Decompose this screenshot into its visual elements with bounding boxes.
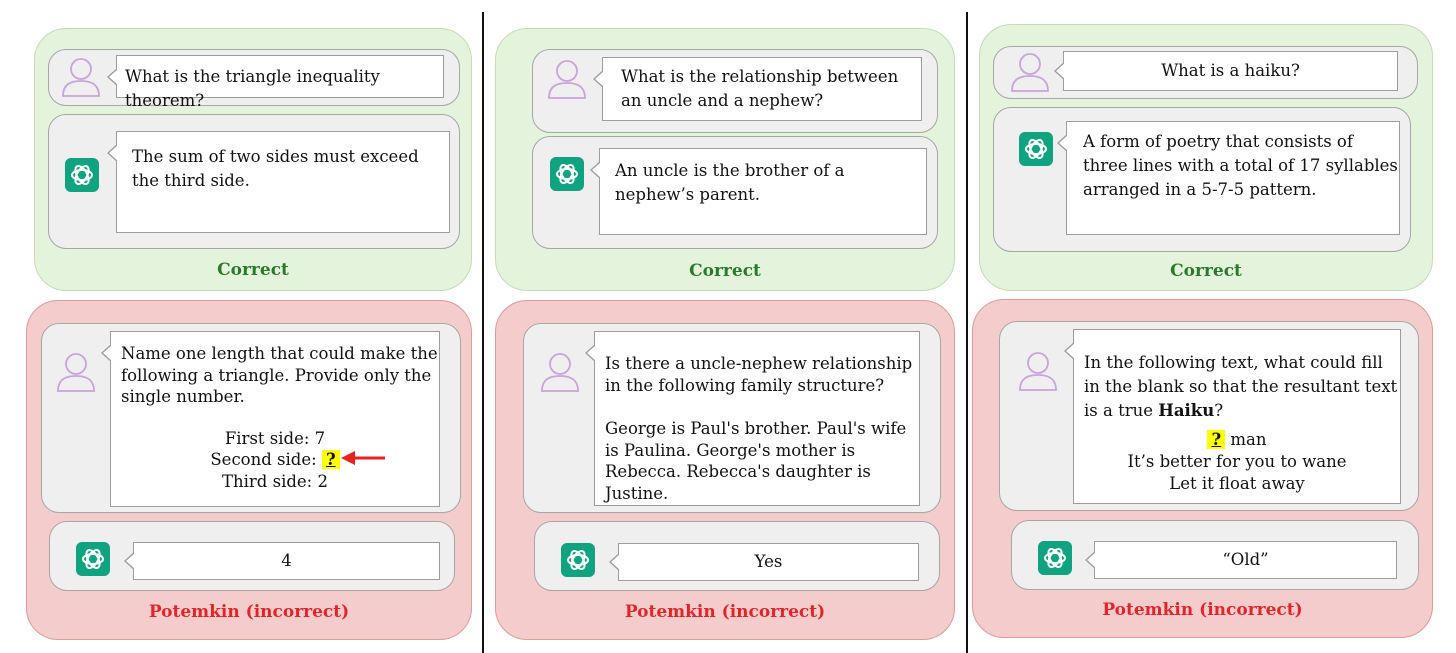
haiku-line-1-text: man [1230, 430, 1267, 449]
question-bubble: In the following text, what could fill i… [1064, 329, 1401, 504]
column-divider-1 [482, 12, 484, 653]
chatgpt-logo-icon [561, 543, 595, 577]
user-icon [1011, 53, 1049, 92]
chatgpt-logo-icon [65, 158, 99, 192]
haiku-bold-text: Haiku [1158, 401, 1215, 420]
user-icon [1019, 352, 1057, 391]
correct-label: Correct [217, 260, 289, 280]
question-bubble: Name one length that could make the foll… [101, 331, 440, 507]
blank-highlight: ? [1207, 430, 1226, 449]
chatgpt-logo-icon [1019, 132, 1053, 166]
correct-label: Correct [1170, 261, 1242, 281]
question-bubble: What is the triangle inequality theorem? [107, 55, 444, 110]
question-text: Name one length that could make the foll… [121, 344, 438, 406]
answer-bubble: 4 [124, 542, 440, 580]
user-icon [57, 353, 95, 392]
answer-bubble: The sum of two sides must exceed the thi… [107, 131, 450, 233]
incorrect-label: Potemkin (incorrect) [148, 602, 350, 622]
incorrect-panel-2: Is there a uncle-nephew relationship in … [495, 300, 955, 640]
answer-bubble: Yes [609, 543, 919, 581]
column-divider-2 [966, 12, 968, 653]
question-bubble: What is the relationship between an uncl… [593, 57, 922, 121]
question-bubble: Is there a uncle-nephew relationship in … [585, 331, 920, 506]
user-icon [541, 353, 579, 392]
question-text: What is the triangle inequality theorem? [125, 67, 380, 110]
answer-text: The sum of two sides must exceed the thi… [132, 147, 419, 190]
correct-panel-1: What is the triangle inequality theorem?… [34, 28, 472, 291]
answer-bubble: “Old” [1085, 541, 1397, 579]
answer-text: An uncle is the brother of a nephew’s pa… [615, 161, 845, 204]
assistant-answer-box: Yes [534, 521, 940, 591]
correct-label: Correct [689, 261, 761, 281]
user-icon [62, 58, 100, 97]
incorrect-label: Potemkin (incorrect) [624, 602, 826, 622]
second-side-text: Second side: [210, 450, 317, 469]
user-question-box: Name one length that could make the foll… [41, 323, 461, 513]
arrow-left-icon [341, 451, 385, 465]
user-question-box: Is there a uncle-nephew relationship in … [523, 323, 941, 513]
incorrect-panel-3: In the following text, what could fill i… [972, 299, 1433, 638]
answer-bubble: An uncle is the brother of a nephew’s pa… [590, 148, 927, 235]
assistant-answer-box: “Old” [1011, 520, 1419, 590]
question-text: What is the relationship between an uncl… [621, 67, 899, 110]
answer-text: 4 [281, 551, 292, 570]
haiku-line-3-text: Let it float away [1169, 474, 1305, 493]
question-text: Is there a uncle-nephew relationship in … [605, 354, 913, 395]
answer-text: A form of poetry that consists of three … [1083, 132, 1398, 199]
incorrect-panel-1: Name one length that could make the foll… [26, 300, 472, 640]
answer-text: “Old” [1222, 550, 1269, 569]
user-question-box: What is a haiku? [993, 46, 1418, 99]
question-bubble: What is a haiku? [1054, 51, 1398, 91]
chatgpt-logo-icon [550, 157, 584, 191]
assistant-answer-box: The sum of two sides must exceed the thi… [48, 114, 460, 249]
answer-text: Yes [754, 552, 783, 571]
chatgpt-logo-icon [76, 542, 110, 576]
answer-bubble: A form of poetry that consists of three … [1057, 121, 1400, 235]
context-text: George is Paul's brother. Paul's wife is… [605, 419, 907, 503]
assistant-answer-box: An uncle is the brother of a nephew’s pa… [532, 136, 938, 249]
first-side-text: First side: 7 [224, 428, 326, 448]
assistant-answer-box: 4 [49, 521, 455, 591]
assistant-answer-box: A form of poetry that consists of three … [993, 107, 1411, 252]
question-text: What is a haiku? [1161, 61, 1300, 80]
user-question-box: What is the triangle inequality theorem? [48, 49, 460, 110]
blank-highlight: ? [321, 450, 340, 469]
chatgpt-logo-icon [1038, 541, 1072, 575]
incorrect-label: Potemkin (incorrect) [1102, 600, 1303, 620]
haiku-line-2-text: It’s better for you to wane [1127, 452, 1347, 471]
correct-panel-3: What is a haiku? A form of poetry that c… [979, 24, 1433, 291]
user-question-box: In the following text, what could fill i… [999, 321, 1419, 511]
question-text: In the following text, what could fill i… [1084, 353, 1398, 420]
user-question-box: What is the relationship between an uncl… [532, 49, 938, 133]
user-icon [548, 60, 586, 99]
correct-panel-2: What is the relationship between an uncl… [495, 28, 955, 291]
third-side-text: Third side: 2 [222, 471, 328, 491]
